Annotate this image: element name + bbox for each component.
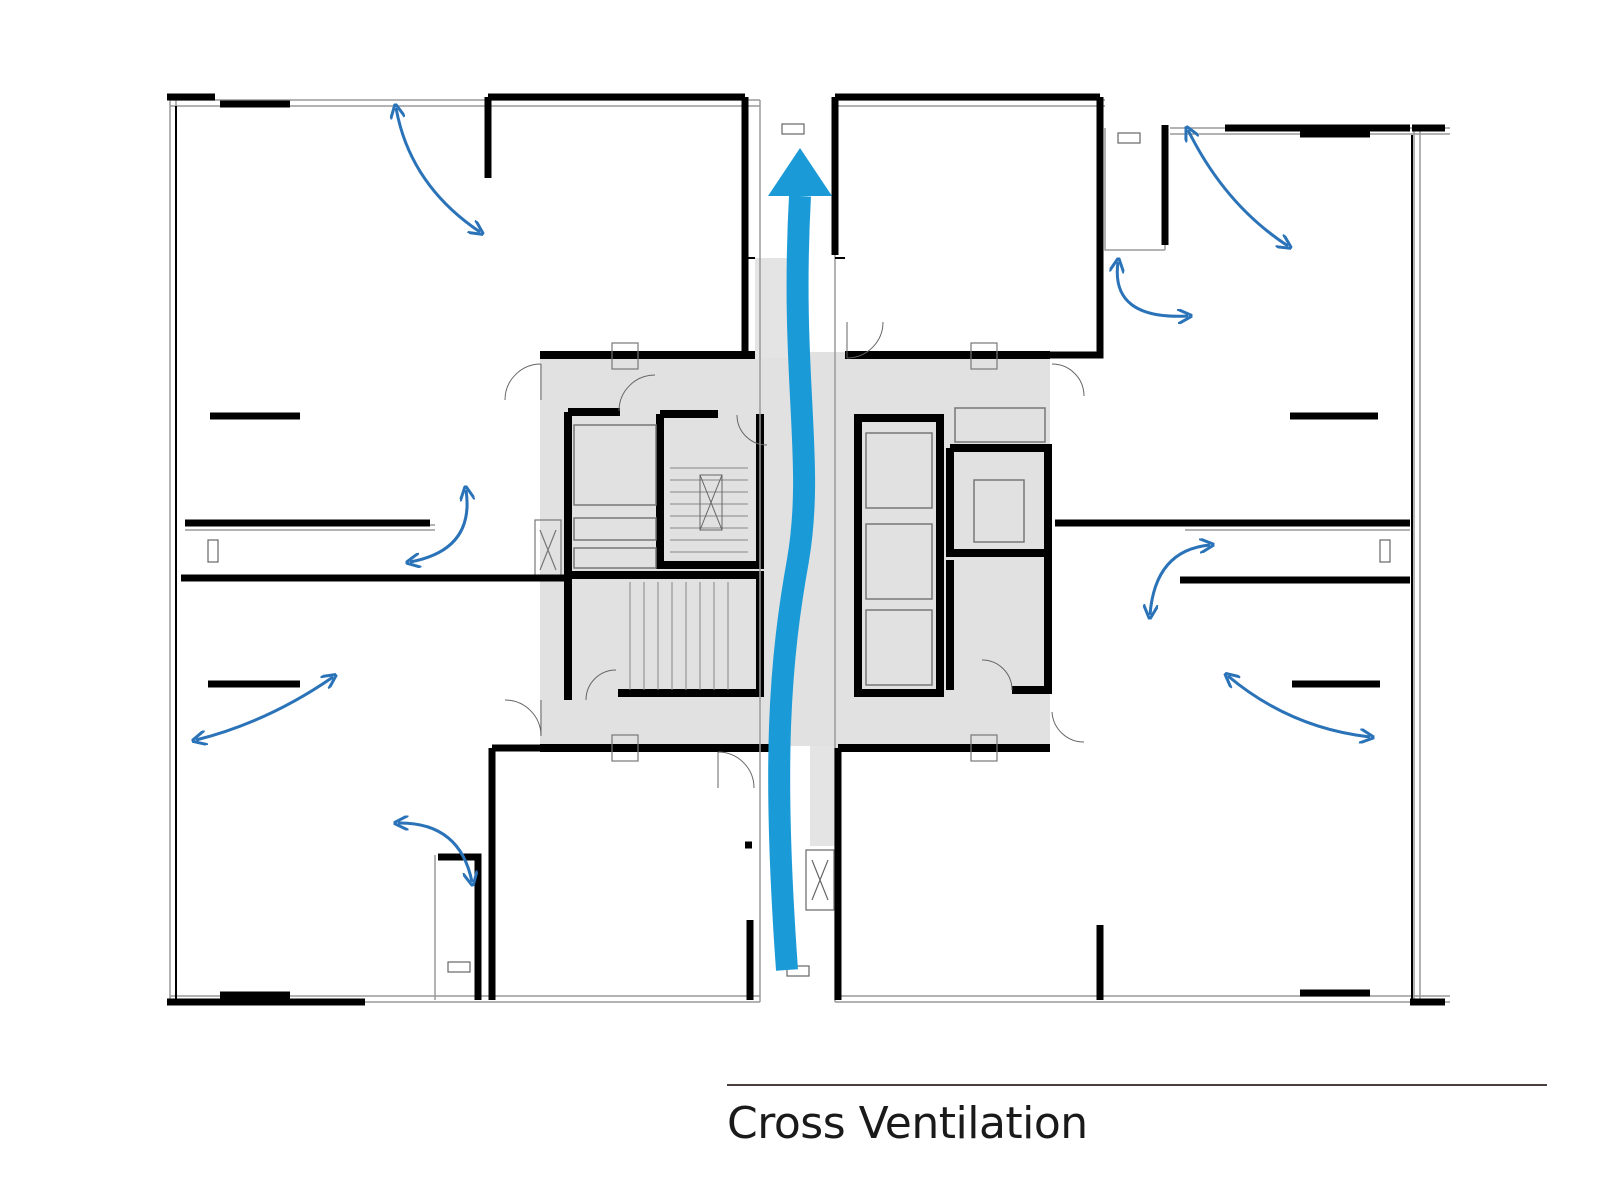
ventilation-arrow xyxy=(410,490,467,562)
ventilation-arrows xyxy=(196,108,1370,882)
ventilation-arrow xyxy=(1228,676,1370,737)
room-outlines xyxy=(175,106,1413,1000)
shafts xyxy=(207,123,1391,977)
ventilation-arrow xyxy=(196,677,333,740)
main-airflow-arrow xyxy=(768,148,832,971)
ventilation-arrow xyxy=(1150,545,1210,615)
floor-plan xyxy=(167,93,1450,1006)
diagram-caption: Cross Ventilation xyxy=(727,1098,1088,1149)
ventilation-arrow xyxy=(1188,130,1288,246)
ventilation-arrow xyxy=(1117,262,1188,316)
ventilation-arrow xyxy=(396,108,480,232)
ventilation-arrow xyxy=(398,823,472,882)
caption-rule xyxy=(727,1084,1547,1086)
